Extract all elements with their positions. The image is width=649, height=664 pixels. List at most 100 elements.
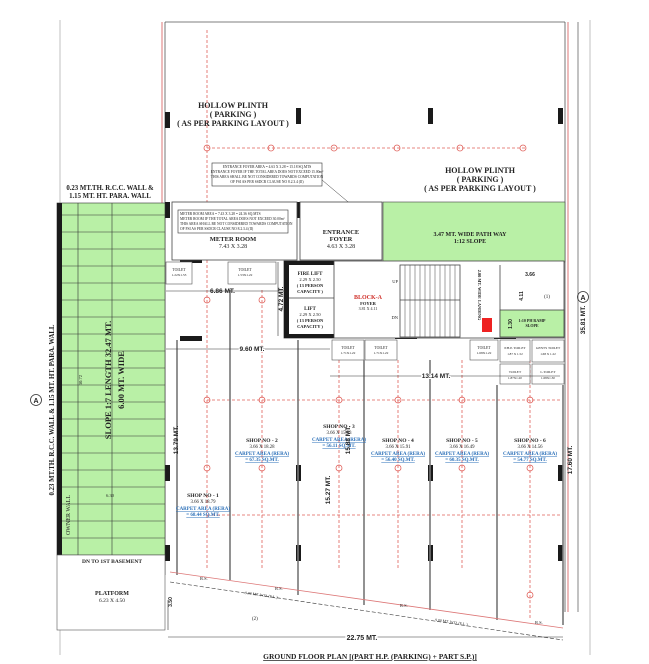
core-block xyxy=(283,260,565,339)
road-side-label: R.S. xyxy=(535,620,543,625)
shop-size: 3.66 X 15.91 xyxy=(385,445,411,450)
note-line: METER ROOM IF THE TOTAL AREA DOES NOT EX… xyxy=(180,217,285,221)
toilet-size: 1.68X1.30 xyxy=(541,376,555,380)
section-marker-left: A xyxy=(30,394,42,406)
section-marker-label: A xyxy=(33,398,38,405)
parking-label-line: ( AS PER PARKING LAYOUT ) xyxy=(177,119,289,128)
toilet-label: TOILET xyxy=(341,346,355,350)
toilet-label: P.H.P. TOILET xyxy=(504,346,526,350)
landing-label: 2.00 MT. WIDE LANDING xyxy=(477,270,482,321)
dimension-label: 3.50 xyxy=(168,597,174,607)
shop-name: SHOP NO - 1 xyxy=(187,493,219,499)
parking-label-line: ( AS PER PARKING LAYOUT ) xyxy=(424,184,536,193)
fire-lift-label: FIRE LIFT xyxy=(298,272,324,277)
shop-size: 3.66 X 18.28 xyxy=(249,445,275,450)
foyer-size: 3.81 X 4.11 xyxy=(359,306,378,311)
foyer-area-note: ENTRANCE FOYER AREA = 4.63 X 3.28 = 15.1… xyxy=(211,162,361,213)
road-edge xyxy=(169,571,564,641)
road-side-label: R.S. xyxy=(200,576,208,581)
ramp-wall-label: 0.23 MT.TH. R.C.C. WALL & xyxy=(66,185,154,192)
owner-wall-label: OWNER WALL xyxy=(66,495,72,535)
pathway-label: 3.47 MT. WIDE PATH WAY xyxy=(434,232,508,238)
road-side-label: R.S. xyxy=(400,603,408,608)
room-size: 4.63 X 3.28 xyxy=(327,244,355,250)
note-line: ENTRANCE FOYER IF THE TOTAL AREA DOES NO… xyxy=(211,170,324,174)
ph-ramp-slope: SLOPE xyxy=(525,323,538,328)
dimension-label: 9.60 MT. xyxy=(240,346,265,353)
road-width-label: 9.00 MT. W.D. (E.L.) xyxy=(435,618,469,627)
dimension-label: 22.75 MT. xyxy=(347,635,378,642)
drawing-title: GROUND FLOOR PLAN [(PART H.P. (PARKING) … xyxy=(263,652,477,661)
dimension-label: 35.81 MT. xyxy=(580,306,587,335)
toilet-label: TOILET xyxy=(238,268,252,272)
dimension-lines xyxy=(166,22,579,638)
toilet-label: TOILET xyxy=(509,370,522,374)
road-side-label: R.S. xyxy=(275,586,283,591)
shop-carpet: CARPET AREA (RERA) xyxy=(235,452,289,457)
lift-size: 2.29 X 2.50 xyxy=(299,312,321,317)
parking-label-line: ( PARKING ) xyxy=(210,110,257,119)
parking-label-line: ( PARKING ) xyxy=(457,175,504,184)
shop-carpet: CARPET AREA (RERA) xyxy=(503,452,557,457)
pathway-slope: 1:12 SLOPE xyxy=(454,239,486,245)
toilet-size: 1.22X1.53 xyxy=(172,273,187,277)
room-label: ENTRANCE xyxy=(323,229,359,236)
shop-size: 3.66 X 18.79 xyxy=(190,500,216,505)
toilet-label: TOILET xyxy=(477,346,491,350)
dimension-label: 15.27 MT. xyxy=(325,476,332,505)
ramp-side-label: 0.23 MT.TH. R.C.C. WALL & 1.15 MT. HT. P… xyxy=(49,324,56,495)
dimension-label: 1.30 xyxy=(508,319,514,329)
ramp: 0.23 MT.TH. R.C.C. WALL & 1.15 MT. HT. P… xyxy=(49,185,166,631)
shop-name: SHOP NO - 3 xyxy=(323,424,355,430)
toilet-label: L.TOILET xyxy=(540,370,556,374)
dimension-label: 6.86 MT. xyxy=(210,288,235,295)
area-mark: (1) xyxy=(544,295,550,300)
shop-name: SHOP NO - 4 xyxy=(382,438,414,444)
note-line: OF FSI AS PER SSDCR CLAUSE NO 8.2.3.4 (I… xyxy=(180,227,254,231)
shop-area: = 56.40 SQ.MT. xyxy=(381,458,415,463)
shop-carpet: CARPET AREA (RERA) xyxy=(435,452,489,457)
dimension-label: 3.66 xyxy=(525,272,535,278)
parking-label-line: HOLLOW PLINTH xyxy=(198,101,269,110)
toilet-label: GENTS TOILET xyxy=(536,346,561,350)
shop-name: SHOP NO - 5 xyxy=(446,438,478,444)
note-line: OF FSI AS PER SSDCR CLAUSE NO 8.2.3.4 (I… xyxy=(230,180,304,184)
shop-area: = 60.35 SQ.MT. xyxy=(445,458,479,463)
dimension-label: 13.14 MT. xyxy=(422,373,451,380)
room-size: 7.43 X 3.28 xyxy=(219,244,247,250)
meter-room: METER ROOM AREA = 7.43 X 3.28 = 24.36 SQ… xyxy=(171,201,298,261)
section-marker-label: A xyxy=(580,295,585,302)
room-label: FOYER xyxy=(330,236,353,243)
parking-label-line: HOLLOW PLINTH xyxy=(445,166,516,175)
grid-markers xyxy=(203,144,534,599)
shop-size: 3.66 X 16.49 xyxy=(449,445,475,450)
pathway: 3.47 MT. WIDE PATH WAY 1:12 SLOPE xyxy=(382,201,566,263)
parking-label-top: HOLLOW PLINTH ( PARKING ) ( AS PER PARKI… xyxy=(177,101,289,128)
ramp-wall-label: 1.15 MT. HT. PARA. WALL xyxy=(69,193,151,200)
shop-size: 3.66 X 15.53 xyxy=(326,431,352,436)
shop-area: = 67.35 SQ.MT. xyxy=(245,458,279,463)
shops: SHOP NO - 13.66 X 18.79 CARPET AREA (RERA… xyxy=(176,424,557,518)
dimension-label: 4.72 MT. xyxy=(278,286,285,311)
note-line: ENTRANCE FOYER AREA = 4.63 X 3.28 = 15.1… xyxy=(223,165,312,169)
ramp-width-label: 6.00 MT. WIDE xyxy=(116,351,126,409)
lift-capacity: CAPACITY ) xyxy=(297,324,323,329)
fire-lift-capacity: CAPACITY ) xyxy=(297,289,323,294)
toilet-size: 1.53X1.22 xyxy=(238,273,253,277)
entrance-foyer: ENTRANCE FOYER 4.63 X 3.28 xyxy=(299,201,383,261)
toilet-size: 1.71X1.22 xyxy=(374,351,389,355)
section-marker-right: A xyxy=(577,291,589,303)
toilet-size: 1.68 X 1.22 xyxy=(540,352,556,356)
parking-label-right: HOLLOW PLINTH ( PARKING ) ( AS PER PARKI… xyxy=(424,166,536,193)
dimension-label: 4.11 xyxy=(519,291,525,301)
toilets xyxy=(165,261,565,385)
toilet-size: 1.68X1.22 xyxy=(477,351,492,355)
road-width-label: 9.00 MT. W.D. (E.L.) xyxy=(245,591,279,600)
block-label: BLOCK-A xyxy=(354,295,383,301)
dimension-label: 15.88 MT. xyxy=(345,426,352,455)
